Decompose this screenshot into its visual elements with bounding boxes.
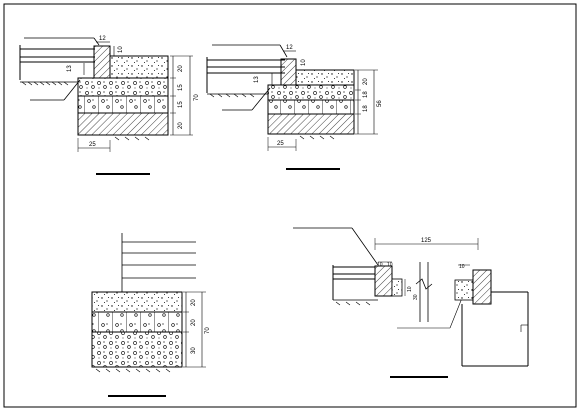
- d2-dim-curb-height: 10: [301, 59, 307, 66]
- detail-4-gutter-section: 125 10 10 10 30 10: [293, 227, 529, 378]
- d1-dim-top-width: 12: [99, 36, 106, 42]
- d4-dim-left-a: 10: [377, 262, 383, 268]
- d4-dim-span: 125: [421, 238, 432, 244]
- d2-dim-top-width: 12: [286, 45, 293, 51]
- d3-dim-layer-top: 20: [191, 299, 197, 306]
- d1-dim-step: 13: [67, 65, 73, 72]
- d4-dim-left-b: 10: [387, 262, 393, 268]
- d2-dim-step: 13: [254, 76, 260, 83]
- d4-dim-vert-a: 10: [407, 286, 413, 292]
- detail-3-pavement-section: 20 20 30 70: [91, 233, 211, 397]
- d4-dim-right-a: 10: [459, 264, 465, 270]
- d4-dim-vert-b: 30: [413, 294, 419, 300]
- d1-dim-curb-height: 10: [118, 46, 124, 53]
- sheet-border: [3, 3, 577, 408]
- d1-dim-layer-mid-a: 15: [178, 84, 184, 91]
- d1-dim-layer-mid-b: 15: [178, 101, 184, 108]
- d2-dim-base-width: 25: [277, 141, 284, 147]
- d3-dim-layer-mid: 20: [191, 319, 197, 326]
- d2-dim-layer-mid-a: 18: [363, 91, 369, 98]
- d1-dim-total: 70: [194, 94, 200, 101]
- detail-2-curb-section: 12 10 13 20 18 18 56 25: [206, 44, 383, 170]
- d1-dim-layer-top: 20: [178, 65, 184, 72]
- d1-dim-base-width: 25: [89, 142, 96, 148]
- d2-dim-layer-mid-b: 18: [363, 105, 369, 112]
- d1-dim-layer-bottom: 20: [178, 122, 184, 129]
- d2-dim-total: 56: [377, 100, 383, 107]
- detail-1-curb-section: 12 10 13 20 15 15 20 70 25: [19, 36, 200, 175]
- d2-dim-layer-top: 20: [363, 78, 369, 85]
- d3-dim-layer-bottom: 30: [191, 347, 197, 354]
- d3-dim-total: 70: [205, 327, 211, 334]
